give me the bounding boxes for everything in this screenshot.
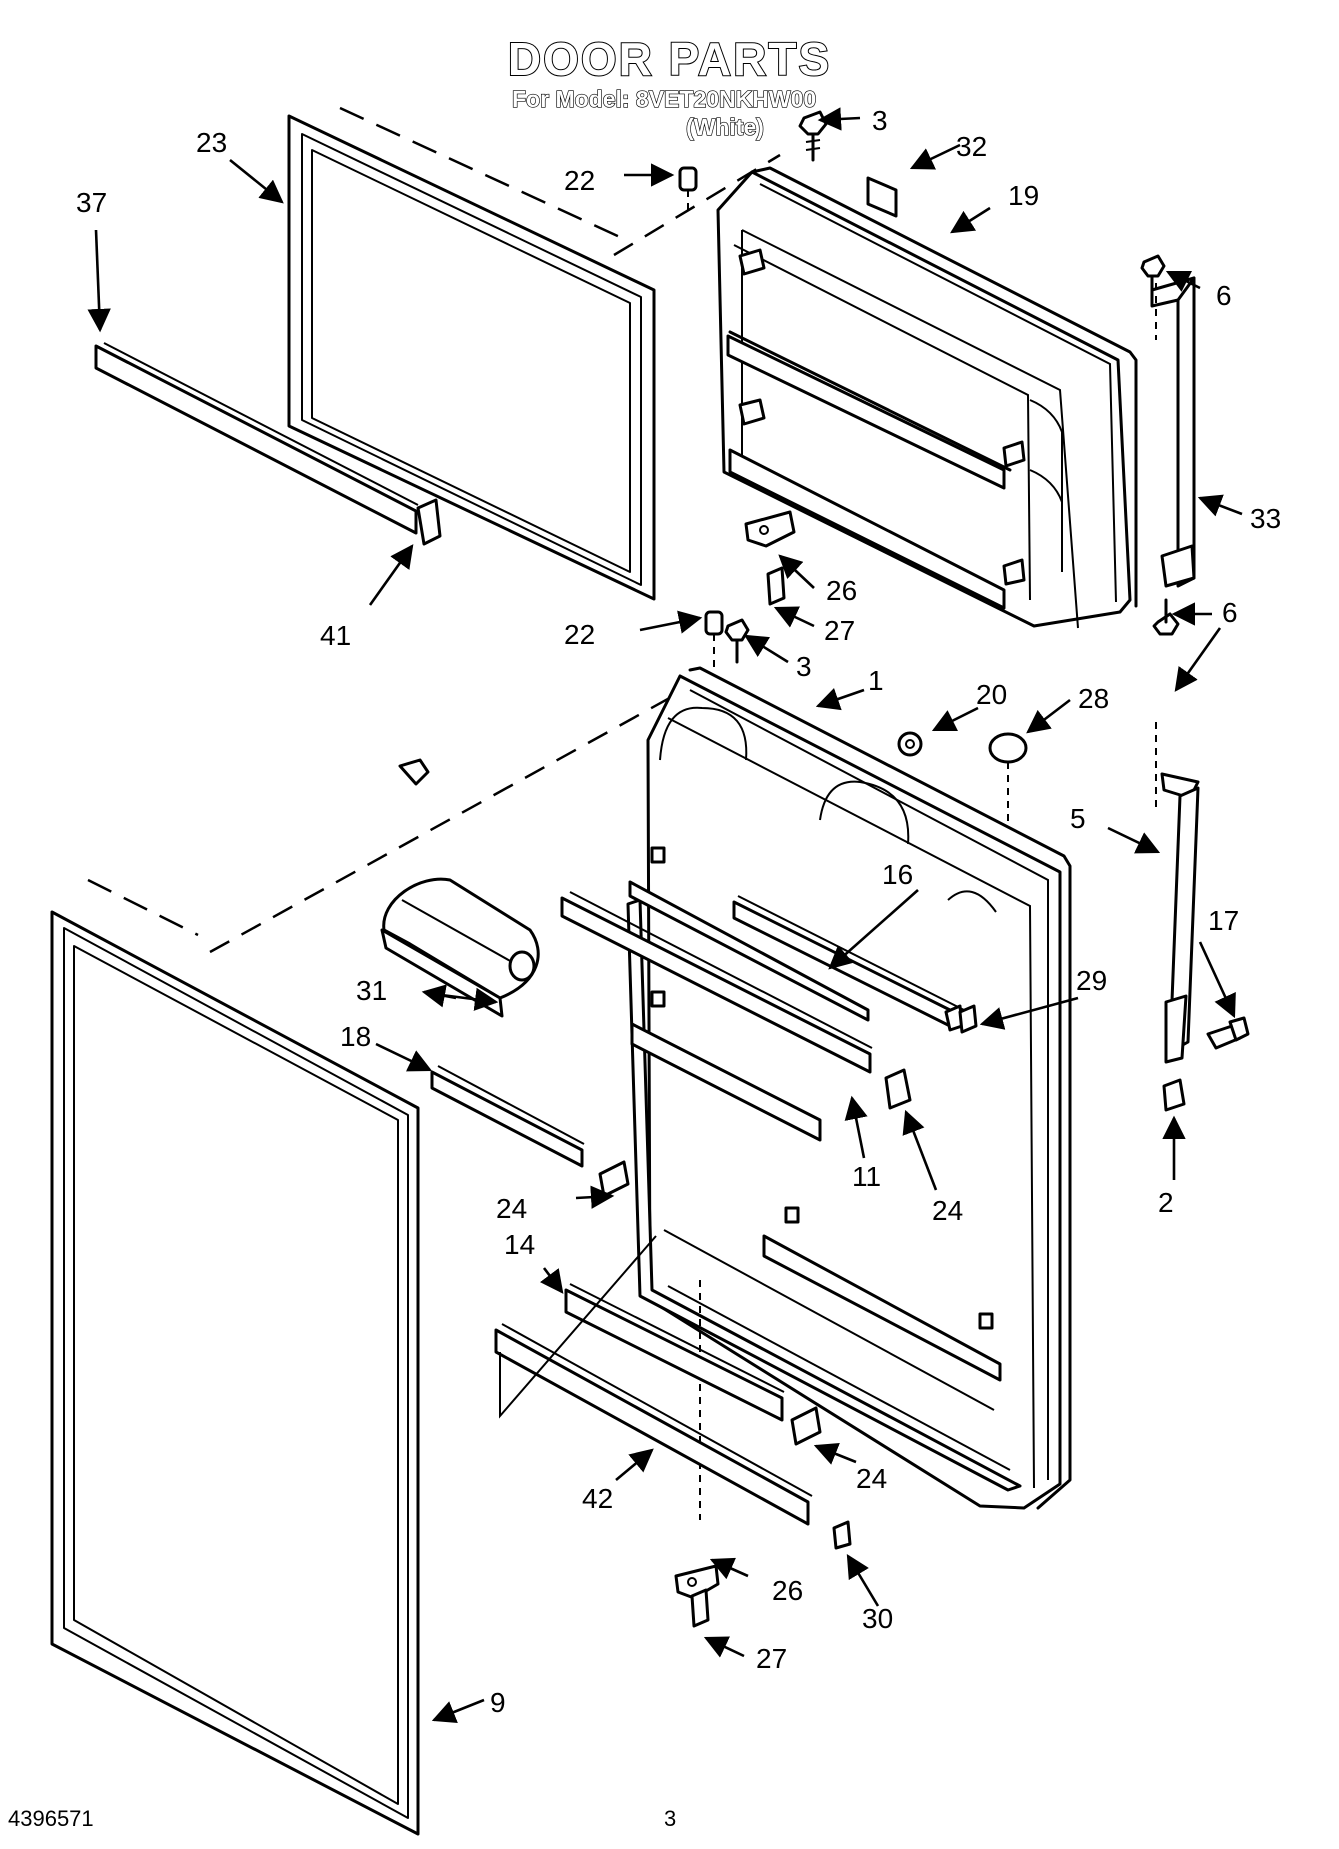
callout-27-top: 27 (824, 615, 855, 646)
document-number: 4396571 (8, 1806, 94, 1831)
color-line: (White) (685, 113, 764, 140)
door-plug (678, 166, 698, 212)
callout-17: 17 (1208, 905, 1239, 936)
callout-1: 1 (868, 665, 884, 696)
door-shelf-bar-11 (560, 891, 873, 1074)
lower-hinge-bracket-top (744, 510, 796, 606)
callout-33: 33 (1250, 503, 1281, 534)
callout-23: 23 (196, 127, 227, 158)
callout-24-c: 24 (856, 1463, 887, 1494)
freezer-hinge-bar (1150, 270, 1196, 588)
end-cap-24-c (790, 1406, 822, 1446)
freezer-door-shelf-bar (94, 342, 442, 546)
callout-arrows (87, 107, 1243, 1724)
door-shelf-bar-18 (430, 1065, 585, 1168)
fresh-food-door-gasket (50, 688, 685, 1836)
callout-19: 19 (1008, 180, 1039, 211)
freezer-door-liner (716, 166, 1138, 629)
model-line: For Model: 8VET20NKHW00 (511, 85, 817, 112)
callout-3-top: 3 (872, 105, 888, 136)
stop-20 (897, 731, 923, 757)
callout-22-top: 22 (564, 165, 595, 196)
door-shelf-bar-42 (494, 1235, 813, 1526)
callout-26-bottom: 26 (772, 1575, 803, 1606)
door-shelf-bar-14 (564, 1283, 785, 1422)
door-plug-22-lower (704, 610, 724, 668)
callout-9: 9 (490, 1687, 506, 1718)
label-plate (866, 176, 898, 218)
handle-screw-17 (1206, 1016, 1250, 1050)
callout-26-top: 26 (826, 575, 857, 606)
callout-42: 42 (582, 1483, 613, 1514)
callout-3-bottom: 3 (796, 651, 812, 682)
page-number: 3 (664, 1806, 677, 1831)
callout-11: 11 (852, 1161, 881, 1192)
callout-14: 14 (504, 1229, 535, 1260)
fresh-food-door-liner (626, 666, 1072, 1520)
callout-41: 41 (320, 620, 351, 651)
dairy-door (380, 877, 540, 1018)
hinge-screw-6-top (1140, 254, 1166, 296)
callout-27-bottom: 27 (756, 1643, 787, 1674)
callout-6-bottom: 6 (1222, 597, 1238, 628)
callout-labels: 23 37 41 22 3 32 19 6 33 26 27 6 22 3 1 … (76, 105, 1281, 1718)
end-cap-29 (958, 1004, 978, 1034)
bushing-2 (1162, 1078, 1186, 1112)
end-cap-24-a (598, 1160, 630, 1198)
callout-28: 28 (1078, 683, 1109, 714)
end-cap-24-b (884, 1068, 912, 1110)
cap-28 (988, 732, 1028, 828)
fresh-food-hinge-bar-5 (1155, 722, 1200, 1064)
end-cap-41 (398, 758, 430, 786)
callout-24-a: 24 (496, 1193, 527, 1224)
callout-20: 20 (976, 679, 1007, 710)
callout-2: 2 (1158, 1187, 1174, 1218)
callout-6-top: 6 (1216, 280, 1232, 311)
freezer-door-gasket (287, 106, 781, 601)
callout-31: 31 (356, 975, 387, 1006)
callout-29: 29 (1076, 965, 1107, 996)
screw-3-lower (724, 618, 750, 664)
callout-18: 18 (340, 1021, 371, 1052)
callout-30: 30 (862, 1603, 893, 1634)
callout-5: 5 (1070, 803, 1086, 834)
callout-32: 32 (956, 131, 987, 162)
callout-16: 16 (882, 859, 913, 890)
callout-22-bottom: 22 (564, 619, 595, 650)
callout-37: 37 (76, 187, 107, 218)
hinge-screw-6-bottom (1152, 598, 1180, 636)
callout-24-b: 24 (932, 1195, 963, 1226)
end-cap-30 (832, 1520, 852, 1550)
lower-hinge-bracket-bottom (674, 1564, 720, 1628)
page-title: DOOR PARTS (507, 32, 832, 86)
